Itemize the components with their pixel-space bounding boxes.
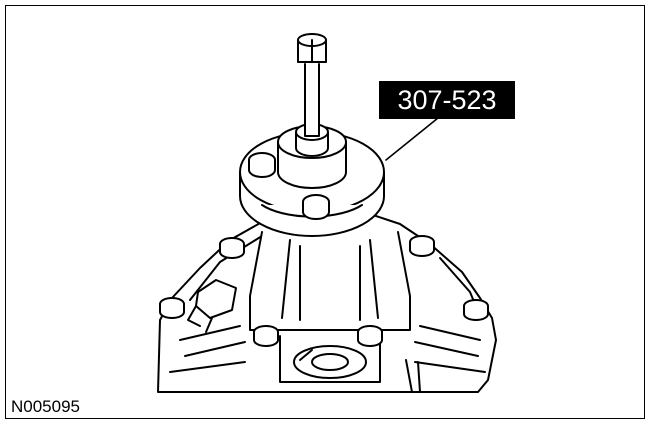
shift-lever xyxy=(187,279,237,333)
transmission-case xyxy=(157,213,497,393)
forcing-screw xyxy=(297,33,327,137)
plate-bolts xyxy=(248,152,330,220)
housing-bolts xyxy=(159,235,489,347)
figure-id: N005095 xyxy=(11,397,81,416)
tool-number-callout: 307-523 xyxy=(379,81,515,119)
callout-leader xyxy=(385,117,439,161)
